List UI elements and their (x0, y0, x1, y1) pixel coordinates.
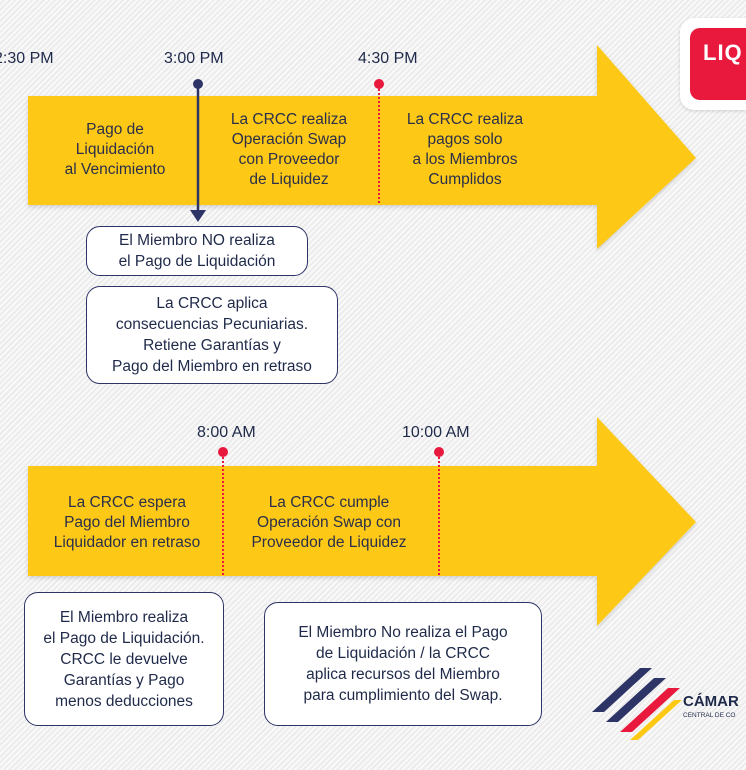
marker-430pm-dot (374, 79, 384, 89)
box-miembro-no-realiza-swap: El Miembro No realiza el Pago de Liquida… (264, 602, 542, 726)
stage-pago-liquidacion: Pago de Liquidación al Vencimiento (64, 121, 166, 178)
bottom-timeline-arrow (28, 417, 696, 626)
box-miembro-realiza-pago: El Miembro realiza el Pago de Liquidació… (24, 592, 224, 726)
camara-logo-mark (592, 668, 682, 740)
stage-cumple-swap: La CRCC cumple Operación Swap con Provee… (251, 494, 407, 551)
section-badge-title: LIQ (703, 40, 743, 65)
top-timeline-arrow (28, 45, 696, 249)
stage-espera-pago: La CRCC espera Pago del Miembro Liquidad… (53, 494, 201, 551)
time-label-300pm: 3:00 PM (164, 50, 224, 67)
time-label-1000am: 10:00 AM (402, 424, 470, 441)
marker-3pm-arrowhead (190, 210, 206, 222)
time-label-230pm: 2:30 PM (0, 50, 54, 67)
section-badge-inner (690, 28, 746, 100)
box-miembro-no-realiza: El Miembro NO realiza el Pago de Liquida… (86, 226, 308, 276)
marker-8am-dot (218, 447, 228, 457)
camara-logo-name: CÁMAR (683, 693, 739, 710)
time-label-800am: 8:00 AM (197, 424, 256, 441)
box-consecuencias-pecuniarias: La CRCC aplica consecuencias Pecuniarias… (86, 286, 338, 384)
stage-operacion-swap: La CRCC realiza Operación Swap con Prove… (230, 111, 348, 188)
stage-pagos-cumplidos: La CRCC realiza pagos solo a los Miembro… (406, 111, 524, 188)
camara-logo-subtitle: CENTRAL DE CO (683, 712, 736, 719)
time-label-430pm: 4:30 PM (358, 50, 418, 67)
marker-10am-dot (434, 447, 444, 457)
